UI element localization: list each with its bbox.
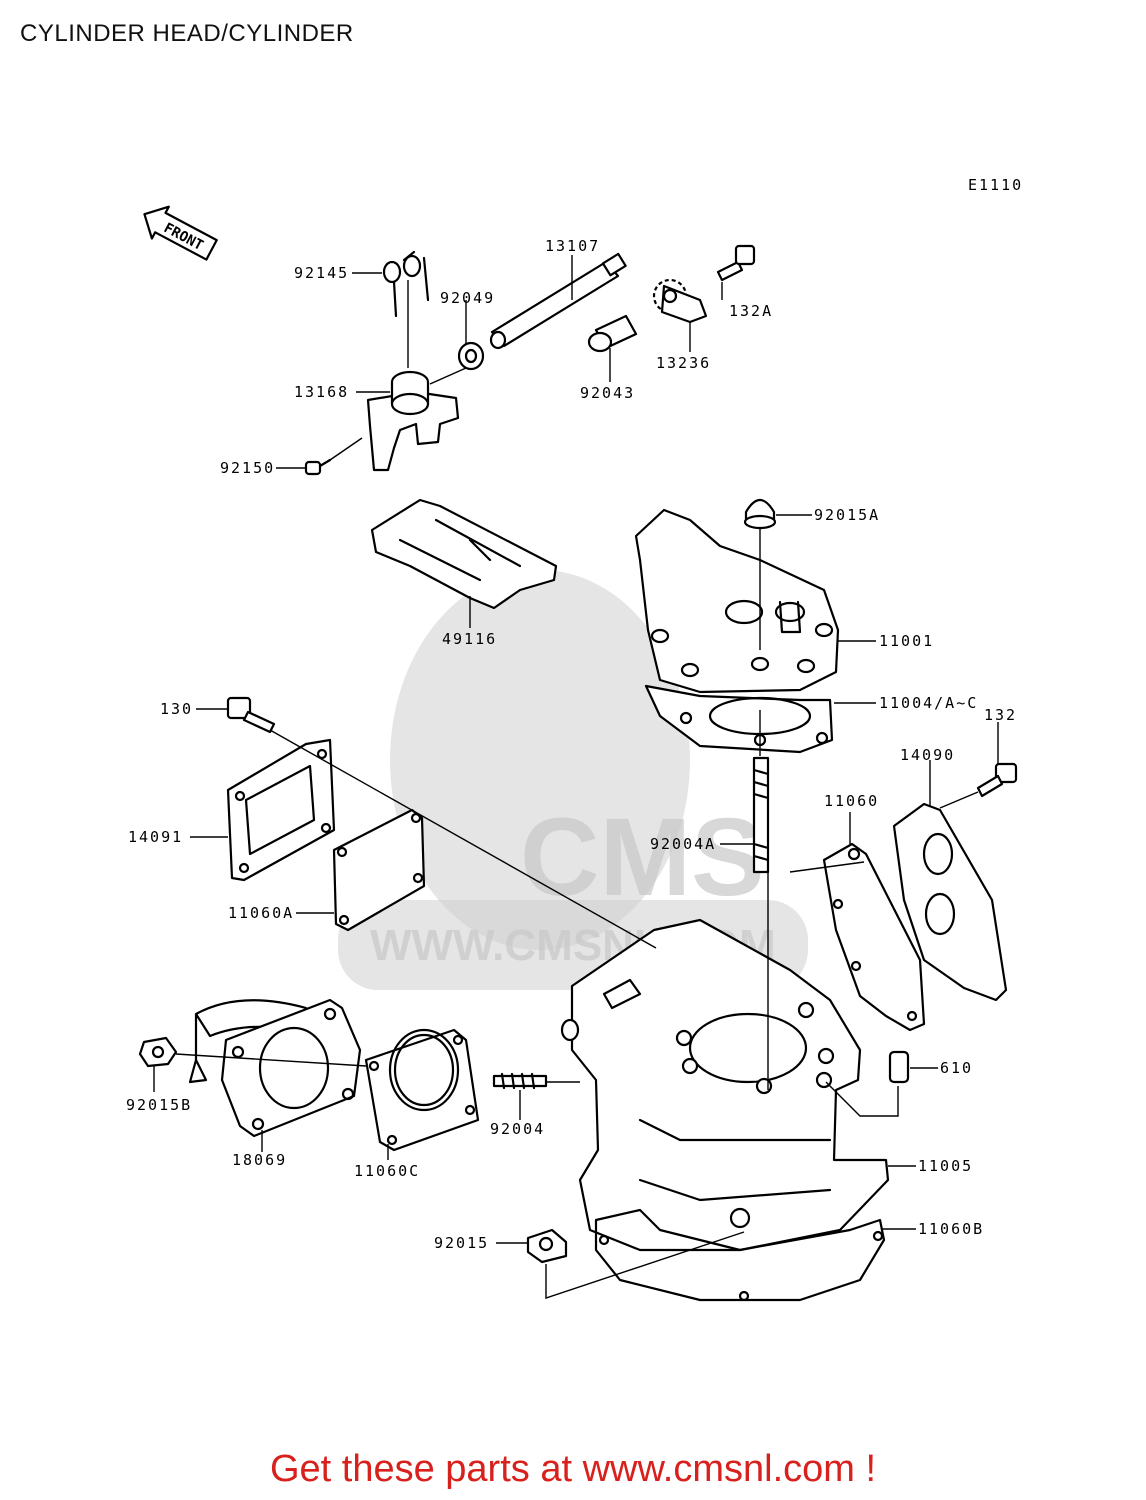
part-label-13236: 13236	[656, 354, 711, 372]
gear-13236	[652, 278, 708, 324]
part-label-11060: 11060	[824, 792, 879, 810]
part-label-92004: 92004	[490, 1120, 545, 1138]
promo-banner-link[interactable]: Get these parts at www.cmsnl.com !	[269, 1448, 877, 1490]
part-label-11005: 11005	[918, 1157, 973, 1175]
part-label-610: 610	[940, 1059, 973, 1077]
nut-92015B	[138, 1036, 178, 1068]
part-label-11060C: 11060C	[354, 1162, 420, 1180]
bolt-130	[226, 696, 276, 734]
part-label-11001: 11001	[879, 632, 934, 650]
part-label-14091: 14091	[128, 828, 183, 846]
part-label-49116: 49116	[442, 630, 497, 648]
part-label-92043: 92043	[580, 384, 635, 402]
bolt-132A	[716, 244, 756, 282]
part-label-11060A: 11060A	[228, 904, 294, 922]
part-label-13168: 13168	[294, 383, 349, 401]
gasket-11060	[822, 842, 926, 1032]
manifold-18069	[188, 998, 362, 1138]
screw-92150	[304, 458, 332, 476]
part-label-92015B: 92015B	[126, 1096, 192, 1114]
cap-nut-92015A	[743, 498, 777, 530]
part-label-11060B: 11060B	[918, 1220, 984, 1238]
part-label-132A: 132A	[729, 302, 773, 320]
cylinder-head-11001	[634, 508, 840, 694]
collar-92043	[587, 314, 638, 353]
spring-92145	[382, 250, 430, 318]
shaft-13107	[489, 252, 627, 350]
part-label-92004A: 92004A	[650, 835, 716, 853]
stud-92004	[492, 1072, 548, 1090]
part-label-18069: 18069	[232, 1151, 287, 1169]
stud-92004A	[752, 756, 770, 874]
part-label-92145: 92145	[294, 264, 349, 282]
cover-14090	[892, 802, 1008, 1002]
part-label-92015: 92015	[434, 1234, 489, 1252]
valve-49116	[370, 498, 558, 610]
part-label-132: 132	[984, 706, 1017, 724]
part-label-14090: 14090	[900, 746, 955, 764]
cover-14091	[226, 738, 336, 882]
head-gasket-11004	[644, 684, 834, 754]
leader-lines	[153, 255, 999, 1299]
bolt-132	[976, 762, 1018, 798]
part-label-92015A: 92015A	[814, 506, 880, 524]
part-label-11004: 11004/A~C	[879, 694, 978, 712]
dowel-610	[888, 1050, 910, 1084]
nut-92015	[526, 1228, 568, 1264]
diagram-code: E1110	[968, 176, 1023, 194]
part-labels: 92145 13107 92049 132A 13236 92043 13168…	[126, 237, 1017, 1252]
cylinder-11005	[560, 918, 890, 1252]
part-label-92150: 92150	[220, 459, 275, 477]
watermark-brand: CMS	[520, 796, 764, 919]
watermark-mascot-shape	[390, 570, 690, 950]
part-label-92049: 92049	[440, 289, 495, 307]
part-label-13107: 13107	[545, 237, 600, 255]
gasket-11060C	[364, 1028, 480, 1152]
front-arrow-icon	[143, 205, 218, 261]
holder-13168	[366, 370, 460, 472]
front-arrow: FRONT	[143, 205, 218, 261]
bearing-92049	[457, 341, 485, 371]
page-title: CYLINDER HEAD/CYLINDER	[20, 20, 354, 47]
base-gasket-11060B	[594, 1208, 886, 1302]
part-label-130: 130	[160, 700, 193, 718]
